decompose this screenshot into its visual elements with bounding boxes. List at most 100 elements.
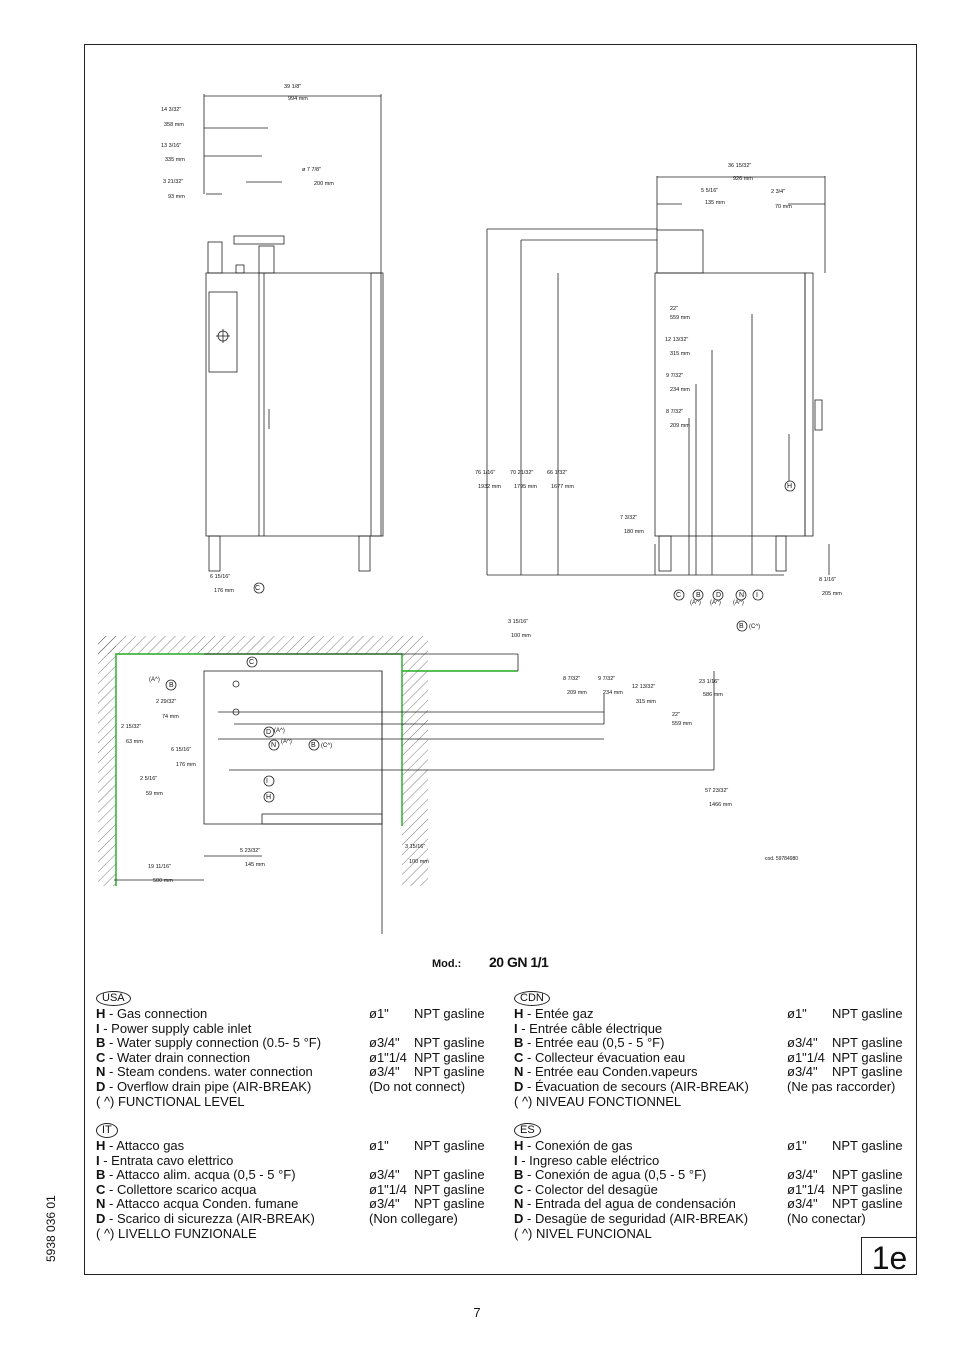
dim-frac: 2 5/16" bbox=[140, 776, 158, 782]
legend-row: D - Scarico di sicurezza (AIR-BREAK)(Non… bbox=[96, 1210, 458, 1226]
legend-row: B - Conexión de agua (0,5 - 5 °F)ø3/4"NP… bbox=[514, 1167, 903, 1183]
dim-mm: 145 mm bbox=[245, 862, 265, 868]
callout-cold-level: (C^) bbox=[321, 743, 333, 749]
technical-drawing bbox=[98, 94, 830, 934]
dim-frac: 66 1/32" bbox=[547, 470, 568, 476]
dim-frac: 2 15/32" bbox=[121, 724, 142, 730]
dim-mm: 70 mm bbox=[775, 204, 792, 210]
dim-mm: 559 mm bbox=[672, 721, 692, 727]
callout-functional-level: (A^) bbox=[690, 600, 701, 606]
legend-row: B - Water supply connection (0.5- 5 °F)ø… bbox=[96, 1035, 485, 1051]
dim-frac: 14 3/32" bbox=[161, 107, 182, 113]
dim-frac: 9 7/32" bbox=[666, 373, 684, 379]
dim-frac: 36 15/32" bbox=[728, 163, 752, 169]
dim-mm: 176 mm bbox=[176, 762, 196, 768]
page-number: 7 bbox=[473, 1305, 481, 1320]
page-frame bbox=[84, 44, 917, 1275]
legend-row: ( ^) LIVELLO FUNZIONALE bbox=[96, 1225, 257, 1241]
figure-id-box: 1e bbox=[861, 1237, 917, 1276]
legend-row: B - Entrée eau (0,5 - 5 °F)ø3/4"NPT gasl… bbox=[514, 1035, 903, 1051]
legend-badge: IT bbox=[96, 1123, 118, 1138]
dim-frac: 7 3/32" bbox=[620, 515, 638, 521]
dim-mm: 315 mm bbox=[670, 351, 690, 357]
legend-row: ( ^) NIVEL FUNCIONAL bbox=[514, 1225, 652, 1241]
dim-mm: 100 mm bbox=[511, 633, 531, 639]
dim-mm: 205 mm bbox=[822, 591, 842, 597]
dim-frac: 3 15/16" bbox=[508, 619, 529, 625]
callout-b: B bbox=[696, 592, 701, 599]
dim-mm: 180 mm bbox=[624, 529, 644, 535]
dim-frac: 23 1/16" bbox=[699, 679, 720, 685]
callout-c: C bbox=[255, 585, 261, 592]
legend-row: ( ^) FUNCTIONAL LEVEL bbox=[96, 1093, 245, 1109]
dim-frac: 22" bbox=[672, 712, 681, 718]
dim-frac: ø 7 7/8" bbox=[302, 167, 322, 173]
dim-frac: 3 15/16" bbox=[405, 844, 426, 850]
dim-frac: 39 1/8" bbox=[284, 84, 302, 90]
dim-frac: 76 1/16" bbox=[475, 470, 496, 476]
callout-c: C bbox=[676, 592, 682, 599]
dim-mm: 559 mm bbox=[670, 315, 690, 321]
legend-row: I - Ingreso cable eléctrico bbox=[514, 1152, 660, 1168]
model-label: Mod.: bbox=[432, 958, 462, 970]
dim-frac: 12 13/32" bbox=[665, 337, 689, 343]
dim-mm: 74 mm bbox=[162, 714, 179, 720]
doc-code: 5938 036 01 bbox=[44, 1195, 58, 1262]
dim-frac: 6 15/16" bbox=[210, 574, 231, 580]
dim-frac: 9 7/32" bbox=[598, 676, 616, 682]
legend-row: D - Desagüe de seguridad (AIR-BREAK)(No … bbox=[514, 1210, 866, 1226]
dim-mm: 335 mm bbox=[165, 157, 185, 163]
dim-frac: 5 5/16" bbox=[701, 188, 719, 194]
dim-mm: 176 mm bbox=[214, 588, 234, 594]
dim-frac: 8 7/32" bbox=[666, 409, 684, 415]
dim-mm: 358 mm bbox=[164, 122, 184, 128]
dim-frac: 8 1/16" bbox=[819, 577, 837, 583]
legend-row: ( ^) NIVEAU FONCTIONNEL bbox=[514, 1093, 682, 1109]
front-view bbox=[203, 94, 384, 572]
callout-cold-level: (C^) bbox=[749, 624, 761, 630]
dim-mm: 1466 mm bbox=[709, 802, 732, 808]
side-view bbox=[486, 176, 830, 576]
dim-frac: 8 7/32" bbox=[563, 676, 581, 682]
dim-mm: 209 mm bbox=[567, 690, 587, 696]
dim-mm: 100 mm bbox=[409, 859, 429, 865]
dim-mm: 59 mm bbox=[146, 791, 163, 797]
dim-mm: 135 mm bbox=[705, 200, 725, 206]
dim-mm: 1677 mm bbox=[551, 484, 574, 490]
dim-mm: 586 mm bbox=[703, 692, 723, 698]
callout-n: N bbox=[271, 742, 277, 749]
callout-d: D bbox=[716, 592, 722, 599]
callout-b: B bbox=[739, 623, 744, 630]
legend-badge: CDN bbox=[514, 991, 550, 1006]
dim-mm: 500 mm bbox=[153, 878, 173, 884]
callout-h: H bbox=[266, 794, 272, 801]
dim-frac: 22" bbox=[670, 306, 679, 312]
legend-row: I - Entrée câble électrique bbox=[514, 1020, 663, 1036]
dim-mm: 1795 mm bbox=[514, 484, 537, 490]
callout-c: C bbox=[249, 659, 255, 666]
dim-frac: 5 23/32" bbox=[240, 848, 261, 854]
dim-frac: 19 11/16" bbox=[148, 864, 171, 870]
dim-mm: 1932 mm bbox=[478, 484, 501, 490]
callout-functional-level: (A^) bbox=[733, 600, 744, 606]
dim-mm: 209 mm bbox=[670, 423, 690, 429]
dim-mm: 93 mm bbox=[168, 194, 185, 200]
legend-row: I - Entrata cavo elettrico bbox=[96, 1152, 234, 1168]
callout-functional-level: (A^) bbox=[149, 677, 160, 683]
drawing-code: cod. 59784980 bbox=[765, 856, 799, 862]
plan-view bbox=[98, 636, 715, 934]
